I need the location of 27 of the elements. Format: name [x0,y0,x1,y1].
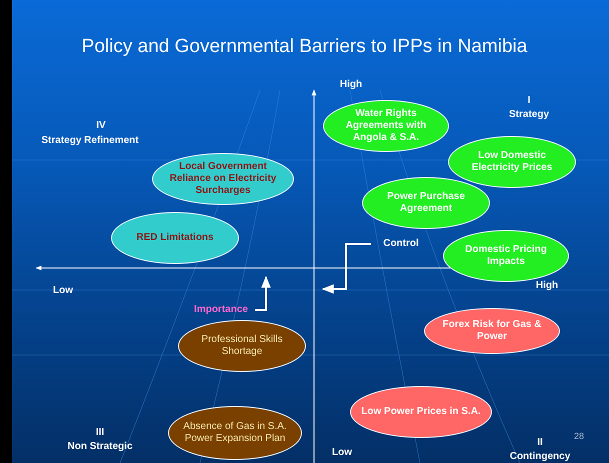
quadrant-label: Non Strategic [68,441,132,452]
slide-title: Policy and Governmental Barriers to IPPs in Namibia [80,36,528,58]
node-text: Local Government Reliance on Electricity Surcharges [168,161,278,197]
quadrant-label: Strategy Refinement [41,135,139,146]
node-text: Professional Skills Shortage [200,334,284,358]
axis-label: Low [53,285,73,296]
node-text: Absence of Gas in S.A. Power Expansion Plan [182,421,288,445]
ellipse-node [443,230,569,282]
node-text: Forex Risk for Gas & Power [442,319,542,343]
page-number: 28 [574,431,584,441]
quadrant-number: I [528,95,530,106]
axis-label: High [536,280,558,291]
quadrant-label: Strategy [509,109,549,120]
axis-label: High [340,79,362,90]
node-text: Power Purchase Agreement [386,191,466,215]
quadrant-number: III [96,427,104,438]
quadrant-number: II [537,437,543,448]
axis-title: Control [383,238,419,249]
node-text: Low Power Prices in S.A. [361,406,481,418]
quadrant-label: Contingency [510,451,570,462]
node-text: RED Limitations [136,232,214,244]
node-text: Low Domestic Electricity Prices [470,150,554,174]
axis-label: Low [332,447,352,458]
node-text: Domestic Pricing Impacts [464,244,548,268]
quadrant-number: IV [96,120,106,131]
ellipse-node [350,386,492,438]
node-text: Water Rights Agreements with Angola & S.A. [344,108,428,144]
